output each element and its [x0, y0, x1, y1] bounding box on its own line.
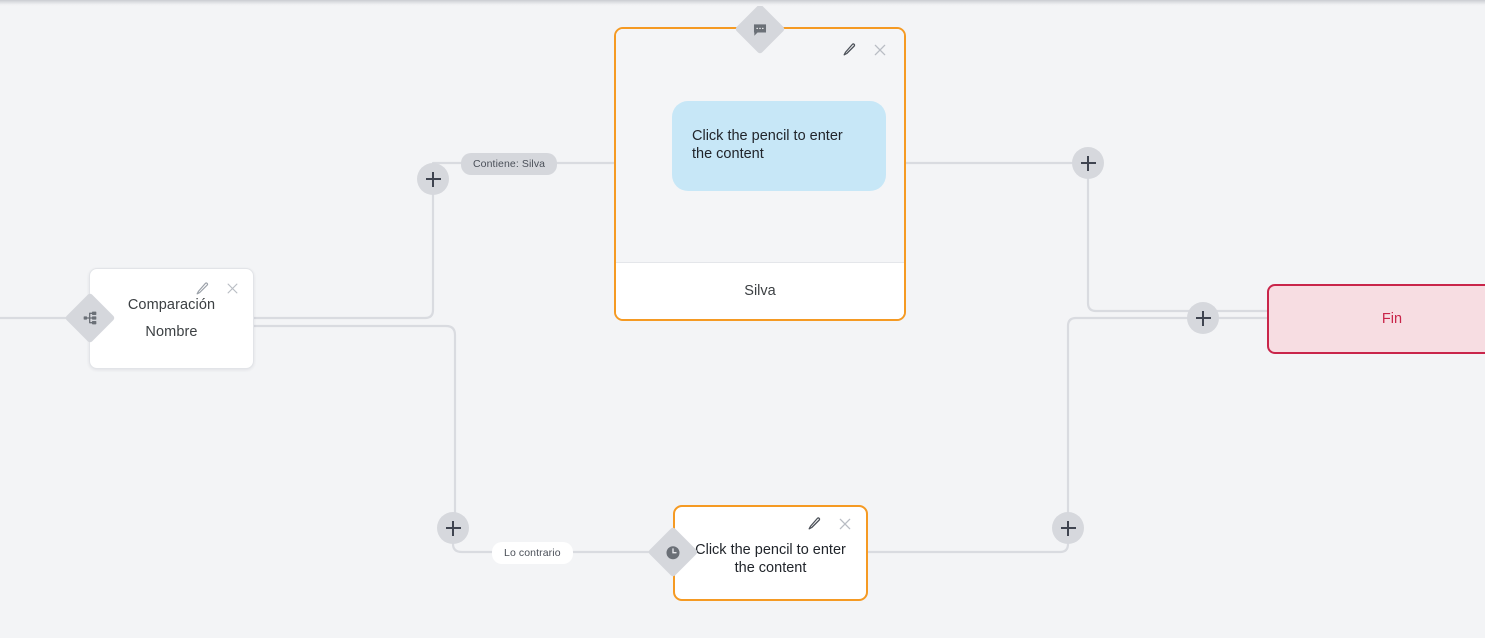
sitemap-icon	[82, 310, 98, 326]
edge-label-contains-silva[interactable]: Contiene: Silva	[461, 153, 558, 175]
edge-false-branch	[252, 324, 457, 514]
edge-bottom-card-right	[866, 510, 1070, 554]
close-icon[interactable]	[872, 42, 888, 58]
message-top-tools	[842, 42, 888, 58]
close-icon[interactable]	[225, 281, 241, 297]
edge-false-to-bottom-card	[451, 542, 675, 554]
node-end[interactable]: Fin	[1267, 284, 1485, 354]
comparison-subtitle: Nombre	[145, 324, 198, 340]
message-bubble[interactable]: Click the pencil to enter the content	[672, 100, 886, 191]
chat-bubble-icon	[752, 21, 769, 38]
message-bottom-tools	[807, 516, 853, 532]
add-node-branch-true[interactable]	[417, 163, 449, 195]
canvas-top-shadow	[0, 0, 1485, 6]
edge-bottom-plus-up	[1066, 316, 1189, 514]
add-node-after-top-message[interactable]	[1072, 147, 1104, 179]
clock-icon-badge[interactable]	[647, 526, 699, 578]
edge-true-branch	[252, 193, 435, 320]
message-bottom-text[interactable]: Click the pencil to enter the content	[695, 541, 846, 576]
pencil-icon[interactable]	[195, 281, 211, 297]
node-message-bottom[interactable]: Click the pencil to enter the content	[673, 505, 868, 601]
node-comparison[interactable]: Comparación Nombre	[89, 268, 254, 369]
edge-top-plus-down	[1086, 177, 1485, 313]
chat-bubble-icon-badge[interactable]	[734, 3, 786, 55]
close-icon[interactable]	[837, 516, 853, 532]
add-node-branch-false[interactable]	[437, 512, 469, 544]
node-message-top[interactable]: Click the pencil to enter the content Si…	[614, 27, 906, 321]
pencil-icon[interactable]	[807, 516, 823, 532]
edge-label-otherwise[interactable]: Lo contrario	[492, 542, 573, 564]
clock-icon	[665, 544, 682, 561]
add-node-after-bottom-message[interactable]	[1052, 512, 1084, 544]
comparison-title: Comparación	[127, 297, 216, 313]
message-top-footer: Silva	[616, 262, 904, 319]
pencil-icon[interactable]	[842, 42, 858, 58]
comparison-node-tools	[195, 281, 241, 297]
message-top-body: Click the pencil to enter the content	[616, 29, 904, 262]
add-node-before-end[interactable]	[1187, 302, 1219, 334]
sitemap-icon-badge[interactable]	[64, 292, 116, 344]
